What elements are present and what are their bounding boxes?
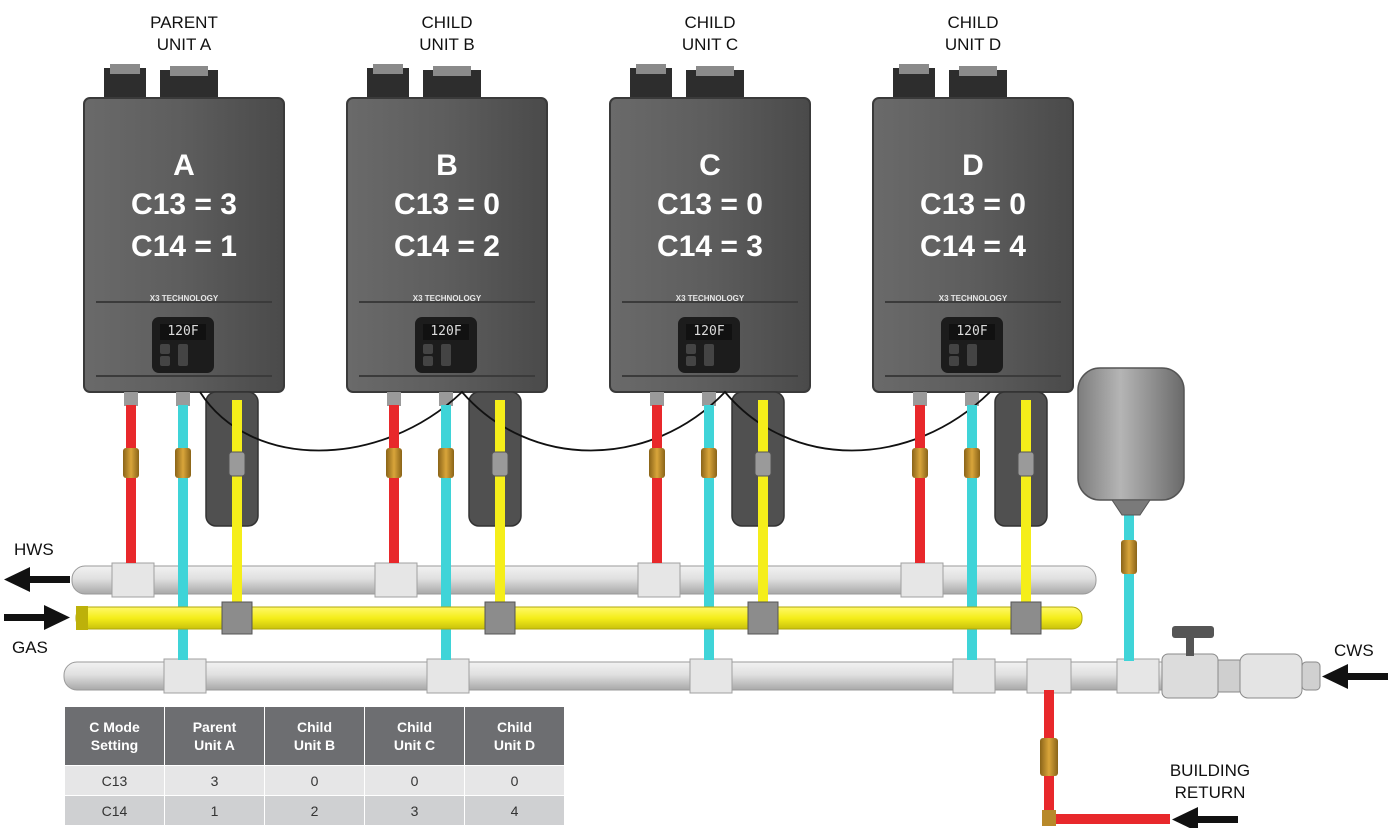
unit-a-display: 120F bbox=[167, 324, 199, 339]
hws-arrow bbox=[4, 567, 70, 592]
cold-water-branches bbox=[178, 405, 1134, 661]
table-row: C14 1 2 3 4 bbox=[64, 795, 565, 826]
unit-a-brand-logo: X3 TECHNOLOGY bbox=[149, 294, 219, 303]
unit-c-letter: C bbox=[699, 149, 721, 182]
table-cell: 0 bbox=[364, 765, 465, 796]
unit-a-letter: A bbox=[173, 149, 195, 182]
unit-d-settings: D C13 = 0 C14 = 4 bbox=[873, 148, 1073, 268]
hot-water-branches bbox=[126, 405, 925, 563]
gas-branches bbox=[232, 400, 1031, 606]
unit-c-c14: C14 = 3 bbox=[657, 230, 763, 263]
unit-c-display: 120F bbox=[693, 324, 725, 339]
unit-c-title: CHILD UNIT C bbox=[630, 12, 790, 56]
branch-valves bbox=[123, 448, 1137, 574]
communication-cable bbox=[199, 390, 991, 452]
unit-a-name: UNIT A bbox=[156, 35, 212, 54]
cws-label: CWS bbox=[1334, 641, 1374, 660]
hws-header-pipe bbox=[71, 562, 1097, 598]
unit-d-title: CHILD UNIT D bbox=[893, 12, 1053, 56]
unit-d-brand-logo: X3 TECHNOLOGY bbox=[938, 294, 1008, 303]
building-return-arrow bbox=[1172, 807, 1238, 828]
table-cell: 3 bbox=[364, 795, 465, 826]
unit-b-title: CHILD UNIT B bbox=[367, 12, 527, 56]
expansion-tank bbox=[1077, 367, 1185, 516]
unit-c-name: UNIT C bbox=[681, 35, 739, 54]
table-row: C13 3 0 0 0 bbox=[64, 765, 565, 796]
table-cell: 0 bbox=[464, 765, 565, 796]
unit-d-c13: C13 = 0 bbox=[920, 188, 1026, 221]
hws-label: HWS bbox=[14, 540, 54, 559]
unit-a-c13: C13 = 3 bbox=[131, 188, 237, 221]
unit-d-display: 120F bbox=[956, 324, 988, 339]
unit-b-role: CHILD bbox=[421, 13, 473, 32]
unit-b-brand-logo: X3 TECHNOLOGY bbox=[412, 294, 482, 303]
unit-b-letter: B bbox=[436, 149, 458, 182]
unit-d-role: CHILD bbox=[947, 13, 999, 32]
table-cell: 2 bbox=[264, 795, 365, 826]
unit-c-role: CHILD bbox=[684, 13, 736, 32]
cws-arrow bbox=[1322, 664, 1388, 689]
unit-d-letter: D bbox=[962, 149, 984, 182]
table-cell: C14 bbox=[64, 795, 165, 826]
main-shutoff-valve bbox=[1161, 626, 1321, 699]
building-return-label: BUILDING RETURN bbox=[1150, 760, 1270, 804]
table-cell: 0 bbox=[264, 765, 365, 796]
building-return-line1: BUILDING bbox=[1169, 761, 1251, 780]
unit-a-c14: C14 = 1 bbox=[131, 230, 237, 263]
cws-header-pipe bbox=[63, 658, 1175, 694]
gas-label: GAS bbox=[12, 638, 48, 657]
building-return-line2: RETURN bbox=[1174, 783, 1246, 802]
unit-d-name: UNIT D bbox=[944, 35, 1002, 54]
unit-c-settings: C C13 = 0 C14 = 3 bbox=[610, 148, 810, 268]
gas-header-pipe bbox=[75, 601, 1083, 635]
unit-c-brand-logo: X3 TECHNOLOGY bbox=[675, 294, 745, 303]
table-cell: 1 bbox=[164, 795, 265, 826]
unit-a-settings: A C13 = 3 C14 = 1 bbox=[84, 148, 284, 268]
unit-b-c14: C14 = 2 bbox=[394, 230, 500, 263]
table-cell: C13 bbox=[64, 765, 165, 796]
unit-a-role: PARENT bbox=[150, 13, 218, 32]
water-heater-unit-c bbox=[609, 64, 811, 527]
unit-c-c13: C13 = 0 bbox=[657, 188, 763, 221]
gas-arrow bbox=[4, 605, 70, 630]
table-cell: 4 bbox=[464, 795, 565, 826]
unit-b-name: UNIT B bbox=[419, 35, 475, 54]
building-return-pipe bbox=[1040, 690, 1170, 826]
water-heater-unit-b bbox=[346, 64, 548, 527]
unit-b-display: 120F bbox=[430, 324, 462, 339]
water-heater-unit-d bbox=[872, 64, 1074, 527]
unit-b-c13: C13 = 0 bbox=[394, 188, 500, 221]
table-cell: 3 bbox=[164, 765, 265, 796]
unit-d-c14: C14 = 4 bbox=[920, 230, 1026, 263]
unit-b-settings: B C13 = 0 C14 = 2 bbox=[347, 148, 547, 268]
unit-a-title: PARENT UNIT A bbox=[104, 12, 264, 56]
